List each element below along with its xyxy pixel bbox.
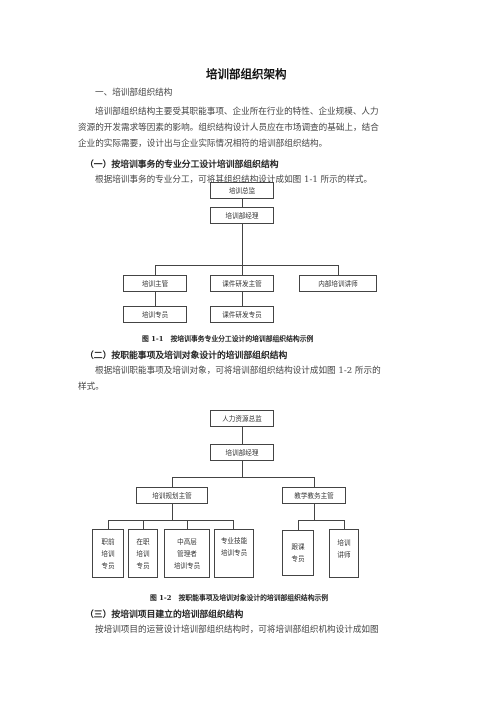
- unit-label: 跟课专员: [291, 543, 305, 563]
- connector: [242, 265, 243, 275]
- connector: [187, 520, 188, 529]
- subsection-text-2a: 根据培训职能事项及培训对象，可将培训部组织结构设计成如图 1-2 所示的: [95, 366, 381, 376]
- connector: [172, 477, 173, 487]
- connector: [143, 520, 144, 529]
- node-course-follow-specialist: 跟课专员: [282, 530, 314, 576]
- connector: [172, 477, 314, 478]
- intro-line-3: 企业的实际需要，设计出与企业实际情况相符的培训部组织结构。: [78, 139, 328, 149]
- page-title: 培训部组织架构: [206, 67, 287, 81]
- figure-caption-1: 图 1-1 按培训事务专业分工设计的培训部组织结构示例: [142, 333, 313, 343]
- node-skills-specialist: 专业技能培训专员: [214, 529, 254, 578]
- node-courseware-supervisor: 课件研发主管: [210, 275, 274, 292]
- connector: [155, 265, 156, 275]
- node-on-job-specialist: 在职培训专员: [128, 529, 158, 578]
- connector: [233, 520, 234, 529]
- connector: [172, 504, 173, 520]
- subsection-text-2b: 样式。: [78, 382, 104, 392]
- connector: [242, 292, 243, 306]
- node-planning-supervisor: 培训规划主管: [136, 487, 208, 504]
- caption-number: 图 1-2: [150, 594, 172, 602]
- connector: [155, 292, 156, 306]
- section-heading: 一、培训部组织结构: [95, 88, 173, 98]
- connector: [298, 520, 299, 530]
- node-pre-job-specialist: 职前培训专员: [92, 529, 124, 578]
- node-hr-director: 人力资源总监: [210, 410, 274, 427]
- node-senior-mgmt-specialist: 中高层管理者培训专员: [164, 529, 210, 578]
- node-trainer-lecturer: 培训讲师: [329, 529, 359, 578]
- connector: [155, 265, 338, 266]
- connector: [242, 461, 243, 477]
- connector: [242, 199, 243, 207]
- caption-text: 按培训事务专业分工设计的培训部组织结构示例: [170, 335, 314, 343]
- unit-label: 中高层管理者培训专员: [173, 537, 201, 570]
- connector: [314, 504, 315, 520]
- node-training-supervisor: 培训主管: [123, 275, 187, 292]
- connector: [108, 520, 233, 521]
- subsection-heading-1: （一）按培训事务的专业分工设计培训部组织结构: [85, 160, 279, 170]
- subsection-heading-3: （三）按培训项目建立的培训部组织结构: [85, 610, 244, 620]
- node-teaching-supervisor: 教学教务主管: [282, 487, 346, 504]
- subsection-heading-2: （二）按职能事项及培训对象设计的培训部组织结构: [85, 351, 288, 361]
- node-training-manager-2: 培训部经理: [210, 444, 274, 461]
- connector: [242, 427, 243, 444]
- node-training-manager: 培训部经理: [210, 207, 274, 224]
- unit-label: 在职培训专员: [136, 537, 150, 570]
- unit-label: 培训讲师: [337, 538, 351, 559]
- node-courseware-specialist: 课件研发专员: [210, 306, 274, 323]
- connector: [298, 520, 344, 521]
- unit-label: 专业技能培训专员: [220, 536, 248, 557]
- intro-line-2: 资源的开发需求等因素的影响。组织结构设计人员应在市场调查的基础上，结合: [78, 123, 379, 133]
- connector: [242, 224, 243, 265]
- unit-label: 职前培训专员: [101, 537, 115, 570]
- node-training-specialist: 培训专员: [123, 306, 187, 323]
- connector: [314, 477, 315, 487]
- subsection-text-3: 按培训项目的运营设计培训部组织结构时，可将培训部组织机构设计成如图: [95, 625, 379, 635]
- figure-caption-2: 图 1-2 按职能事项及培训对象设计的培训部组织结构示例: [150, 592, 328, 602]
- connector: [108, 520, 109, 529]
- connector: [338, 265, 339, 275]
- caption-text: 按职能事项及培训对象设计的培训部组织结构示例: [178, 594, 329, 602]
- intro-line-1: 培训部组织结构主要受其职能事项、企业所在行业的特性、企业规模、人力: [95, 107, 379, 117]
- connector: [344, 520, 345, 529]
- caption-number: 图 1-1: [142, 335, 164, 343]
- node-internal-trainer: 内部培训讲师: [299, 275, 377, 292]
- node-training-director: 培训总监: [210, 182, 274, 199]
- subsection-text-1: 根据培训事务的专业分工，可将其组织结构设计成如图 1-1 所示的样式。: [95, 175, 373, 185]
